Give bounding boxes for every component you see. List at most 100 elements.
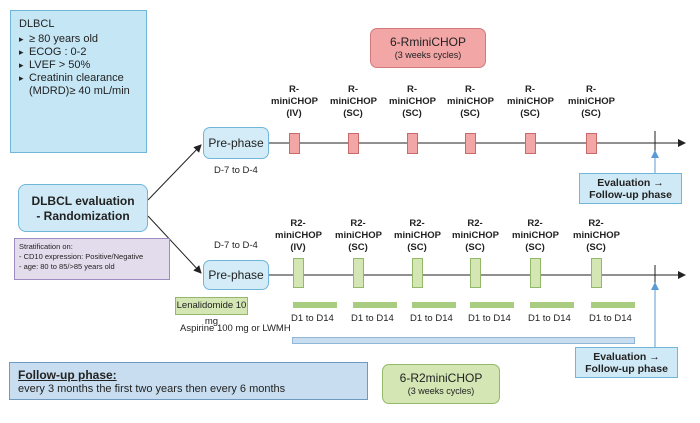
arrow-to-arm-a — [147, 144, 202, 201]
arm-a-evaluation-box: Evaluation → Follow-up phase — [579, 173, 682, 204]
cycle-label-line: R- — [524, 84, 536, 95]
arm-b-evaluation-box: Evaluation → Follow-up phase — [575, 347, 678, 378]
randomization-line1: DLBCL evaluation — [31, 194, 135, 208]
arm-b-evaluation-line1: Evaluation → — [593, 351, 660, 363]
arm-a-cycle-label: R-miniCHOP(SC) — [330, 84, 377, 120]
arm-b-cycle-label: R2-miniCHOP(SC) — [452, 218, 499, 254]
cycle-label-line: (SC) — [348, 242, 368, 253]
cycle-label-line: (SC) — [581, 108, 601, 119]
lenalidomide-days: D1 to D14 — [291, 313, 334, 324]
arm-a-cycle-bar — [407, 133, 418, 154]
cycle-label-line: R2- — [527, 218, 543, 229]
lenalidomide-bar — [412, 302, 456, 308]
arm-b-cycle-bar — [293, 258, 304, 288]
cycle-label-line: R- — [288, 84, 300, 95]
cycle-label-line: (SC) — [402, 108, 422, 119]
lenalidomide-label: Lenalidomide 10 mg — [175, 297, 248, 327]
arm-b-cycle-label: R2-miniCHOP(SC) — [512, 218, 559, 254]
criteria-heading: DLBCL — [19, 18, 55, 30]
lenalidomide-days: D1 to D14 — [410, 313, 453, 324]
aspirin-label: Aspirine 100 mg or LWMH — [180, 323, 291, 334]
randomization-box: DLBCL evaluation - Randomization — [18, 184, 148, 232]
cycle-label-line: miniCHOP — [330, 96, 377, 107]
arm-b-prephase-box: Pre-phase — [203, 260, 269, 290]
cycle-label-line: (IV) — [290, 242, 306, 253]
cycle-label-line: miniCHOP — [271, 96, 318, 107]
cycle-label-line: (SC) — [460, 108, 480, 119]
cycle-label-line: miniCHOP — [512, 230, 559, 241]
cycle-label-line: miniCHOP — [452, 230, 499, 241]
arm-a-cycle-label: R-miniCHOP(SC) — [389, 84, 436, 120]
arm-b-cycle-bar — [353, 258, 364, 288]
cycle-label-line: miniCHOP — [568, 96, 615, 107]
followup-text: every 3 months the first two years then … — [18, 383, 286, 395]
cycle-label-line: (SC) — [407, 242, 427, 253]
arm-b-cycle-bar — [591, 258, 602, 288]
aspirin-bar — [292, 337, 635, 344]
arm-a-cycle-label: R-miniCHOP(SC) — [507, 84, 554, 120]
arm-a-regimen-box: 6-RminiCHOP (3 weeks cycles) — [370, 28, 486, 68]
stratification-box: Stratification on: - CD10 expression: Po… — [14, 238, 170, 280]
arm-b-cycles-note: (3 weeks cycles) — [407, 386, 475, 396]
criteria-item: ECOG : 0-2 — [19, 46, 137, 59]
cycle-label-line: R- — [585, 84, 597, 95]
cycle-label-line: miniCHOP — [335, 230, 382, 241]
lenalidomide-bar — [530, 302, 574, 308]
arm-b-prephase-days: D-7 to D-4 — [214, 240, 258, 251]
lenalidomide-bar — [353, 302, 397, 308]
lenalidomide-days: D1 to D14 — [351, 313, 394, 324]
arm-a-cycles-note: (3 weeks cycles) — [394, 50, 462, 60]
arm-b-cycle-label: R2-miniCHOP(SC) — [335, 218, 382, 254]
arm-b-regimen-box: 6-R2miniCHOP (3 weeks cycles) — [382, 364, 500, 404]
arrow-to-arm-b — [147, 215, 202, 274]
arm-a-cycle-label: R-miniCHOP(IV) — [271, 84, 318, 120]
cycle-label-line: R2- — [467, 218, 483, 229]
cycle-label-line: miniCHOP — [275, 230, 322, 241]
cycle-label-line: (SC) — [343, 108, 363, 119]
criteria-item: LVEF > 50% — [19, 59, 137, 72]
arm-b-cycle-bar — [530, 258, 541, 288]
arm-b-cycle-bar — [412, 258, 423, 288]
criteria-item: ≥ 80 years old — [19, 33, 137, 46]
arm-a-cycle-bar — [586, 133, 597, 154]
cycle-label-line: miniCHOP — [507, 96, 554, 107]
cycle-label-line: R- — [406, 84, 418, 95]
criteria-item: Creatinin clearance (MDRD)≥ 40 mL/min — [19, 72, 137, 98]
arm-b-evaluation-line2: Follow-up phase — [585, 363, 668, 375]
cycle-label-line: R2- — [409, 218, 425, 229]
followup-box: Follow-up phase: every 3 months the firs… — [9, 362, 368, 400]
cycle-label-line: miniCHOP — [389, 96, 436, 107]
lenalidomide-days: D1 to D14 — [468, 313, 511, 324]
arm-b-cycle-bar — [470, 258, 481, 288]
cycle-label-line: miniCHOP — [394, 230, 441, 241]
cycle-label-line: miniCHOP — [447, 96, 494, 107]
cycle-label-line: R2- — [588, 218, 604, 229]
cycle-label-line: (SC) — [525, 242, 545, 253]
cycle-label-line: R2- — [350, 218, 366, 229]
cycle-label-line: (SC) — [586, 242, 606, 253]
cycle-label-line: miniCHOP — [573, 230, 620, 241]
inclusion-criteria-box: DLBCL ≥ 80 years old ECOG : 0-2 LVEF > 5… — [10, 10, 147, 153]
cycle-label-line: R2- — [290, 218, 306, 229]
arm-a-evaluation-line1: Evaluation → — [597, 177, 664, 189]
arm-a-prephase-days: D-7 to D-4 — [214, 165, 258, 176]
stratification-line1: - CD10 expression: Positive/Negative — [19, 252, 144, 261]
lenalidomide-days: D1 to D14 — [589, 313, 632, 324]
cycle-label-line: (SC) — [520, 108, 540, 119]
arm-a-cycle-label: R-miniCHOP(SC) — [447, 84, 494, 120]
arm-a-cycle-bar — [525, 133, 536, 154]
cycle-label-line: R- — [347, 84, 359, 95]
cycle-label-line: R- — [464, 84, 476, 95]
arm-b-regimen: 6-R2miniCHOP — [399, 371, 483, 385]
arm-b-cycle-label: R2-miniCHOP(IV) — [275, 218, 322, 254]
randomization-line2: - Randomization — [36, 209, 130, 223]
cycle-label-line: (SC) — [465, 242, 485, 253]
followup-heading: Follow-up phase: — [18, 368, 117, 382]
arm-b-cycle-label: R2-miniCHOP(SC) — [394, 218, 441, 254]
arm-a-cycle-bar — [289, 133, 300, 154]
arm-b-cycle-label: R2-miniCHOP(SC) — [573, 218, 620, 254]
lenalidomide-bar — [470, 302, 514, 308]
lenalidomide-days: D1 to D14 — [528, 313, 571, 324]
lenalidomide-bar — [293, 302, 337, 308]
arm-a-regimen: 6-RminiCHOP — [389, 35, 466, 49]
